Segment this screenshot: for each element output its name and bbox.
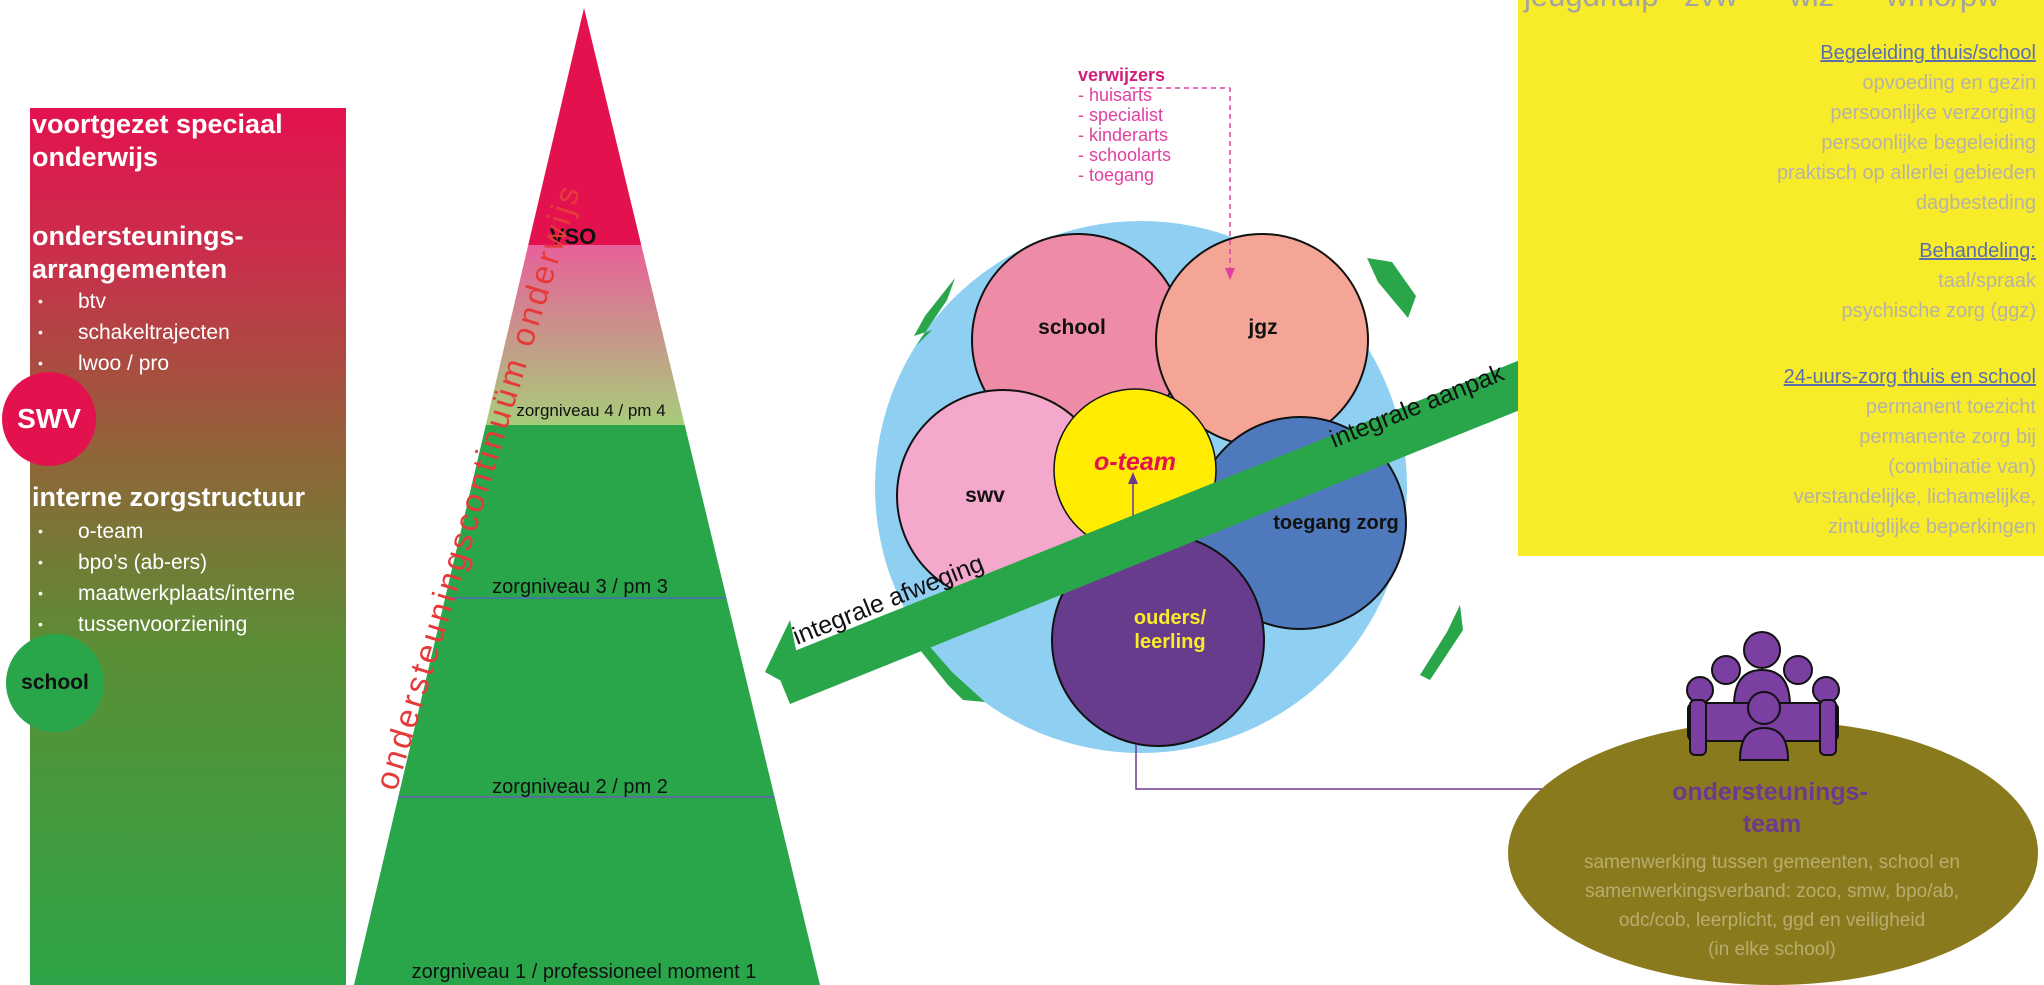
care-box: jeugdhulp zvw wlz wmo/pw Begeleiding thu… — [1518, 0, 2044, 556]
care-section-24-uurs: 24-uurs-zorg thuis en school permanent t… — [1784, 362, 2036, 542]
petal-leerling-label: leerling — [1134, 631, 1205, 653]
pyramid-level-2: zorgniveau 2 / pm 2 — [492, 776, 668, 798]
care-item: persoonlijke verzorging — [1830, 102, 2036, 124]
left-panel: voortgezet speciaal onderwijs ondersteun… — [30, 108, 346, 985]
list-item: schakeltrajecten — [30, 317, 230, 348]
cycle-arrow-icon — [1367, 258, 1416, 318]
care-item: opvoeding en gezin — [1862, 72, 2036, 94]
arrangements-list: btv schakeltrajecten lwoo / pro — [30, 286, 230, 379]
school-badge: school — [6, 634, 104, 732]
support-team-desc: samenwerkingsverband: zoco, smw, bpo/ab, — [1585, 881, 1959, 902]
pyramid-transition-band — [354, 245, 820, 425]
list-item: btv — [30, 286, 230, 317]
pyramid-level-vso: VSO — [550, 224, 596, 249]
care-section-title: 24-uurs-zorg thuis en school — [1783, 366, 2036, 388]
support-team-desc: samenwerking tussen gemeenten, school en — [1584, 852, 1960, 873]
petal-jgz-label: jgz — [1247, 316, 1277, 339]
referrer-item: - kinderarts — [1078, 125, 1169, 145]
care-item: permanent toezicht — [1865, 396, 2036, 418]
referrer-item: - specialist — [1078, 105, 1164, 125]
care-item: persoonlijke begeleiding — [1821, 132, 2036, 154]
referrers-block: verwijzers - huisarts - specialist - kin… — [1078, 65, 1171, 185]
pyramid-level-4: zorgniveau 4 / pm 4 — [516, 401, 665, 420]
petal-school-label: school — [1038, 316, 1106, 339]
cycle-arrow-icon — [920, 640, 985, 702]
referrer-dashed-line — [1130, 87, 1231, 272]
internal-care-list: o-team bpo’s (ab-ers) maatwerkplaats/int… — [30, 516, 295, 640]
list-item: bpo’s (ab-ers) — [30, 547, 295, 578]
care-item: praktisch op allerlei gebieden — [1776, 162, 2036, 184]
pyramid-vso-band — [354, 8, 820, 245]
care-item: taal/spraak — [1938, 270, 2036, 292]
care-item: (combinatie van) — [1888, 456, 2036, 478]
cycle-arrows — [914, 258, 1463, 702]
care-item: zintuiglijke beperkingen — [1828, 516, 2036, 538]
care-item: permanente zorg bij — [1859, 426, 2036, 448]
ouders-to-team-line — [1135, 744, 1558, 790]
referrers-title: verwijzers — [1078, 65, 1166, 85]
list-item: lwoo / pro — [30, 348, 230, 379]
referrer-item: - toegang — [1078, 165, 1155, 185]
care-item: verstandelijke, lichamelijke, — [1793, 486, 2036, 508]
o-team-arrowhead — [1128, 472, 1138, 484]
support-team-title2: team — [1743, 810, 1801, 838]
vso-heading: voortgezet speciaal onderwijs — [32, 109, 283, 172]
cycle-arrow-icon — [914, 278, 955, 346]
meeting-icon — [1686, 631, 1840, 761]
petal-swv-label: swv — [965, 484, 1005, 507]
list-item: maatwerkplaats/interne — [30, 578, 295, 609]
care-item: dagbesteding — [1915, 192, 2036, 214]
care-section-title: Behandeling: — [1919, 240, 2036, 262]
care-item: psychische zorg (ggz) — [1841, 300, 2036, 322]
arrangements-heading: ondersteunings-arrangementen — [32, 221, 244, 284]
internal-care-heading: interne zorgstructuur — [32, 482, 306, 512]
care-section-behandeling: Behandeling: taal/spraak psychische zorg… — [1841, 236, 2036, 326]
care-section-begeleiding: Begeleiding thuis/school opvoeding en ge… — [1777, 38, 2036, 218]
referrer-item: - schoolarts — [1078, 145, 1172, 165]
care-columns: jeugdhulp zvw wlz wmo/pw — [1524, 0, 2000, 14]
care-section-title: Begeleiding thuis/school — [1820, 42, 2036, 64]
banner-arrow-left — [772, 342, 1582, 704]
referrer-arrowhead — [1225, 268, 1235, 280]
o-team-label: o-team — [1094, 448, 1176, 476]
support-team-title1: ondersteunings- — [1672, 778, 1868, 806]
banner-arrowhead-left — [765, 620, 805, 694]
pyramid-level-3: zorgniveau 3 / pm 3 — [492, 576, 668, 598]
list-item: tussenvoorziening — [30, 609, 295, 640]
petal-ouders-label: ouders/ — [1134, 607, 1207, 629]
referrer-item: - huisarts — [1078, 85, 1153, 105]
support-team-desc: odc/cob, leerplicht, ggd en veiligheid — [1619, 910, 1925, 931]
pyramid-level-1: zorgniveau 1 / professioneel moment 1 — [412, 961, 757, 983]
support-team-ellipse — [1508, 721, 2038, 985]
pyramid — [354, 8, 820, 985]
support-team-desc: (in elke school) — [1708, 939, 1836, 960]
cycle-arrow-icon — [1420, 605, 1463, 680]
list-item: o-team — [30, 516, 295, 547]
swv-badge: SWV — [2, 372, 96, 466]
petal-toegang-zorg-label: toegang zorg — [1273, 512, 1399, 534]
